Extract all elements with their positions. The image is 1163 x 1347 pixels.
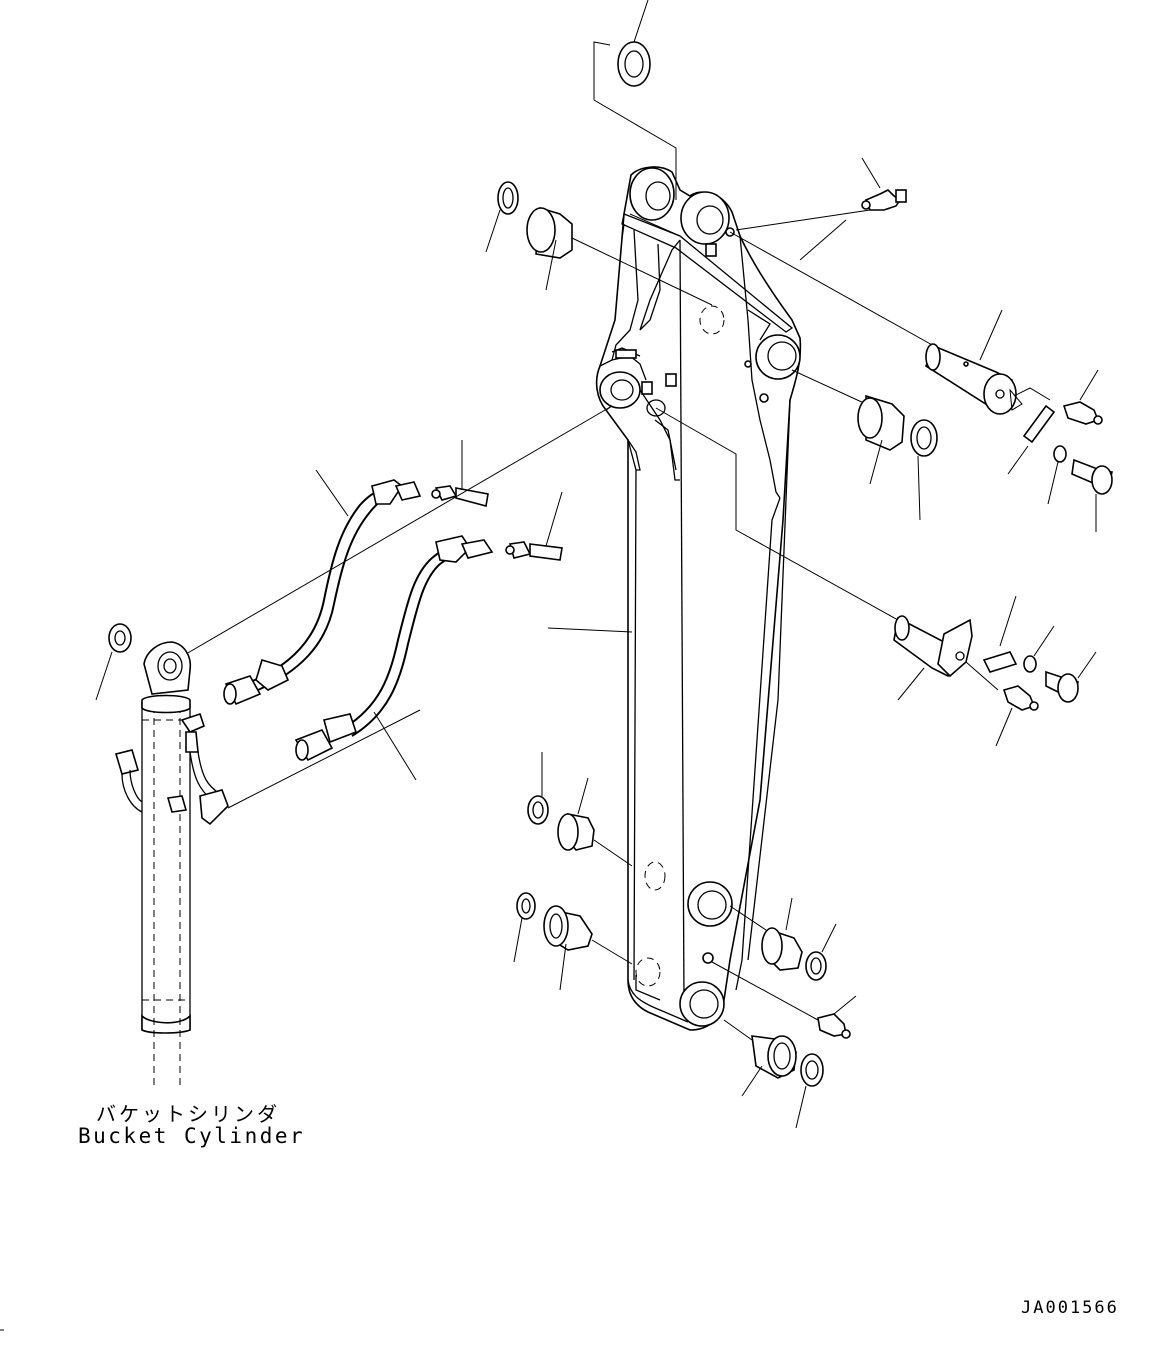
arm-assembly	[595, 166, 802, 1031]
bolt-upper	[1071, 458, 1113, 532]
bucket-cylinder	[114, 641, 229, 1090]
lower-seal-c	[805, 923, 837, 981]
upper-left-bushing	[526, 206, 713, 306]
grease-fitting-right	[1062, 369, 1103, 425]
lower-seal-d	[795, 1053, 824, 1129]
bucket-cylinder-label-en: Bucket Cylinder	[78, 1124, 306, 1148]
upper-right-pin	[729, 231, 1051, 415]
lower-bushing-b	[543, 905, 633, 991]
grease-fitting-top	[735, 157, 907, 261]
lock-plate-upper	[1007, 404, 1056, 475]
lower-bushing-c	[729, 897, 803, 971]
adapter-upper	[431, 440, 489, 507]
bolt-middle	[1045, 651, 1097, 703]
bucket-cylinder-label-jp: バケットシリンダ	[96, 1102, 280, 1126]
boss-top-right	[680, 191, 730, 245]
upper-left-seal	[485, 181, 519, 253]
boss-left-bracket	[599, 371, 641, 409]
right-seal	[910, 419, 938, 521]
boss-right	[755, 334, 801, 380]
washer-middle	[1023, 625, 1055, 673]
grease-fitting-lower	[711, 961, 857, 1039]
washer-upper	[1047, 445, 1067, 505]
adapter-lower	[505, 491, 563, 561]
drawing-code: JA001566	[1021, 1298, 1119, 1318]
lower-bushing-a	[557, 777, 633, 867]
boss-top-left	[629, 167, 675, 221]
lock-plate-middle	[982, 595, 1018, 673]
lower-bushing-d	[723, 1019, 797, 1097]
lower-seal-a	[527, 752, 549, 825]
top-shim	[593, 0, 677, 200]
hose-lower	[294, 535, 494, 781]
cylinder-washer	[95, 623, 132, 701]
grease-fitting-middle	[995, 685, 1039, 747]
right-bushing	[791, 369, 905, 485]
lower-seal-b	[513, 892, 536, 963]
hose-upper	[223, 469, 422, 706]
middle-pin	[655, 407, 999, 701]
